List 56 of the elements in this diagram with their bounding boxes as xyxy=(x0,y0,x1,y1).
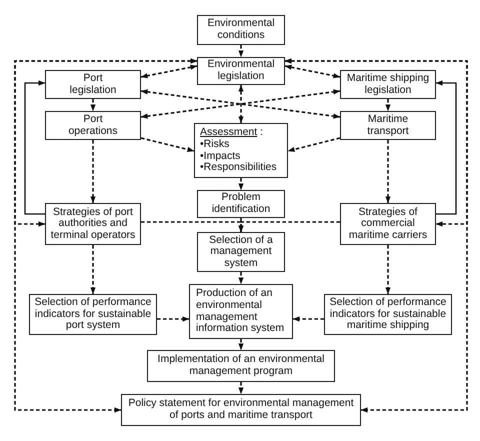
box-label: Strategies of port authorities and terminal operators xyxy=(50,206,136,242)
arrow xyxy=(90,245,96,294)
box-label: Maritime transport xyxy=(366,114,410,138)
process-box xyxy=(45,70,141,99)
box-label: Policy statement for environmental management of ports and maritime transport xyxy=(127,398,355,422)
box-label: Selection of a management system xyxy=(208,234,274,270)
box-label: Maritime shipping legislation xyxy=(346,72,430,96)
arrow xyxy=(157,316,190,322)
arrow xyxy=(140,137,194,152)
process-box xyxy=(340,111,436,140)
box-label: Port legislation xyxy=(68,72,118,96)
process-box xyxy=(189,284,293,339)
box-label: Selection of performance indicators for sustainable port system xyxy=(34,297,152,332)
box-label: Environmental legislation xyxy=(206,59,276,83)
box-label: Environmental conditions xyxy=(206,18,276,42)
process-box xyxy=(197,15,285,45)
box-heading: Assessment : xyxy=(200,127,264,139)
arrow xyxy=(238,221,340,232)
arrow xyxy=(90,140,96,204)
arrow xyxy=(238,339,244,350)
process-box xyxy=(197,57,285,85)
box-label: Problem identification xyxy=(210,192,272,216)
bullet-item: •Risks xyxy=(200,138,230,150)
process-box xyxy=(121,394,361,426)
arrow xyxy=(288,137,340,152)
arrow xyxy=(141,221,244,232)
process-box xyxy=(197,190,285,218)
double-arrow xyxy=(14,58,198,413)
box-label: Production of an environmental management information system xyxy=(196,288,286,335)
arrow xyxy=(238,45,244,58)
process-box xyxy=(194,123,288,178)
arrow xyxy=(436,80,457,215)
arrow xyxy=(24,80,46,215)
box-label: Port operations xyxy=(67,114,119,138)
bullet-item: •Impacts xyxy=(200,150,240,162)
arrow xyxy=(292,316,324,322)
arrow xyxy=(385,140,391,204)
box-label: Implementation of an environmental management program xyxy=(156,354,326,378)
process-box xyxy=(197,232,285,272)
process-box xyxy=(147,350,335,382)
arrow xyxy=(385,245,391,294)
arrow xyxy=(238,382,244,394)
process-box xyxy=(340,70,436,99)
arrow xyxy=(90,99,96,112)
arrow xyxy=(385,99,391,112)
arrow xyxy=(238,272,244,284)
double-arrow xyxy=(238,84,244,124)
box-label: Selection of performance indicators for sustainable maritime shipping xyxy=(328,297,448,332)
arrow xyxy=(238,178,244,190)
double-arrow xyxy=(140,64,198,78)
box-label: Strategies of commercial maritime carriers xyxy=(348,206,428,242)
process-box xyxy=(45,111,141,140)
bullet-item: •Responsibilities xyxy=(200,162,277,174)
double-arrow xyxy=(284,58,468,413)
double-arrow xyxy=(284,64,340,78)
process-box xyxy=(340,203,436,245)
